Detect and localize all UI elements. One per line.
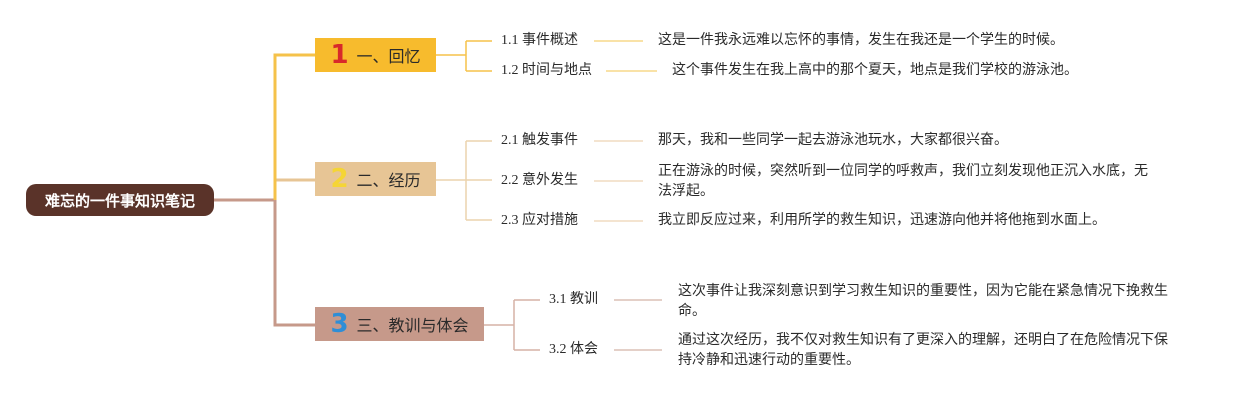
subtopic-3-2[interactable]: 3.2 体会 <box>549 342 598 357</box>
section-lessons[interactable]: 3 三、教训与体会 <box>315 307 484 341</box>
section-recall[interactable]: 1 一、回忆 <box>315 38 436 72</box>
subtopic-3-1-text: 这次事件让我深刻意识到学习救生知识的重要性，因为它能在紧急情况下挽救生命。 <box>678 284 1168 319</box>
section-number: 1 <box>330 40 349 70</box>
subtopic-3-2-text: 通过这次经历，我不仅对救生知识有了更深入的理解，还明白了在危险情况下保持冷静和迅… <box>678 333 1168 368</box>
root-topic-label: 难忘的一件事知识笔记 <box>44 192 195 210</box>
root-topic[interactable]: 难忘的一件事知识笔记 <box>26 184 214 216</box>
section-number: 3 <box>330 309 349 339</box>
section-title: 三、教训与体会 <box>356 318 469 335</box>
section-number: 2 <box>330 164 349 194</box>
subtopic-2-1-text: 那天，我和一些同学一起去游泳池玩水，大家都很兴奋。 <box>658 133 1008 148</box>
subtopic-2-2[interactable]: 2.2 意外发生 <box>501 173 578 188</box>
subtopic-2-1[interactable]: 2.1 触发事件 <box>501 133 578 148</box>
subtopic-2-3-text: 我立即反应过来，利用所学的救生知识，迅速游向他并将他拖到水面上。 <box>658 213 1106 228</box>
section-title: 一、回忆 <box>356 49 421 66</box>
subtopic-1-2[interactable]: 1.2 时间与地点 <box>501 63 592 78</box>
subtopic-2-2-text: 正在游泳的时候，突然听到一位同学的呼救声，我们立刻发现他正沉入水底，无法浮起。 <box>658 164 1148 199</box>
subtopic-2-3[interactable]: 2.3 应对措施 <box>501 213 578 228</box>
section-experience[interactable]: 2 二、经历 <box>315 162 436 196</box>
subtopic-1-2-text: 这个事件发生在我上高中的那个夏天，地点是我们学校的游泳池。 <box>672 63 1078 78</box>
subtopic-3-1[interactable]: 3.1 教训 <box>549 292 598 307</box>
subtopic-1-1-text: 这是一件我永远难以忘怀的事情，发生在我还是一个学生的时候。 <box>658 33 1064 48</box>
section-title: 二、经历 <box>356 173 421 190</box>
subtopic-1-1[interactable]: 1.1 事件概述 <box>501 33 578 48</box>
